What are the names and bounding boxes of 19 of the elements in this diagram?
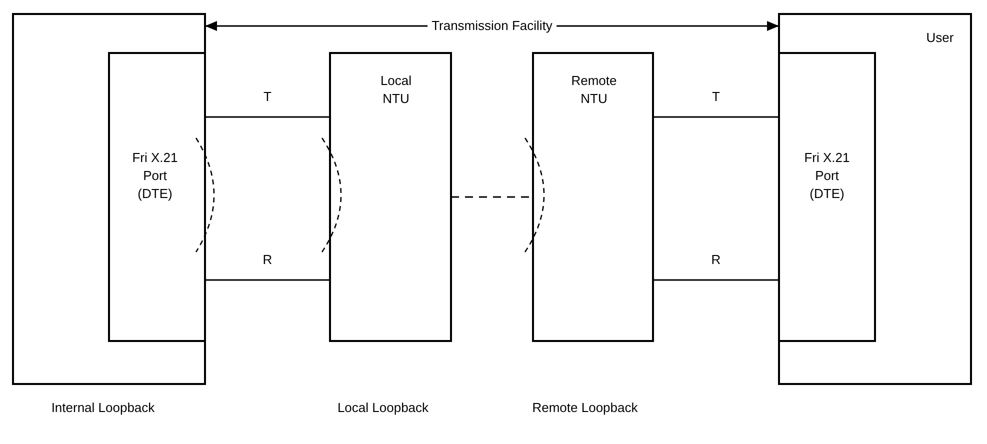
loopback-caption: Remote Loopback bbox=[531, 399, 639, 417]
node-label: User bbox=[925, 29, 955, 47]
node-label: Fri X.21 Port (DTE) bbox=[803, 149, 851, 203]
signal-line bbox=[205, 279, 330, 281]
device-box bbox=[778, 13, 972, 385]
loopback-caption: Internal Loopback bbox=[50, 399, 156, 417]
edge-label: Transmission Facility bbox=[428, 18, 556, 34]
node-label: Local NTU bbox=[379, 72, 413, 108]
module-box bbox=[778, 52, 876, 342]
signal-line bbox=[205, 116, 330, 118]
module-box bbox=[532, 52, 654, 342]
node-label: Fri X.21 Port (DTE) bbox=[131, 149, 179, 203]
device-box bbox=[12, 13, 206, 385]
signal-line bbox=[653, 279, 779, 281]
node-label: Remote NTU bbox=[570, 72, 618, 108]
module-box bbox=[108, 52, 206, 342]
module-box bbox=[329, 52, 452, 342]
signal-line bbox=[653, 116, 779, 118]
loopback-caption: Local Loopback bbox=[336, 399, 430, 417]
